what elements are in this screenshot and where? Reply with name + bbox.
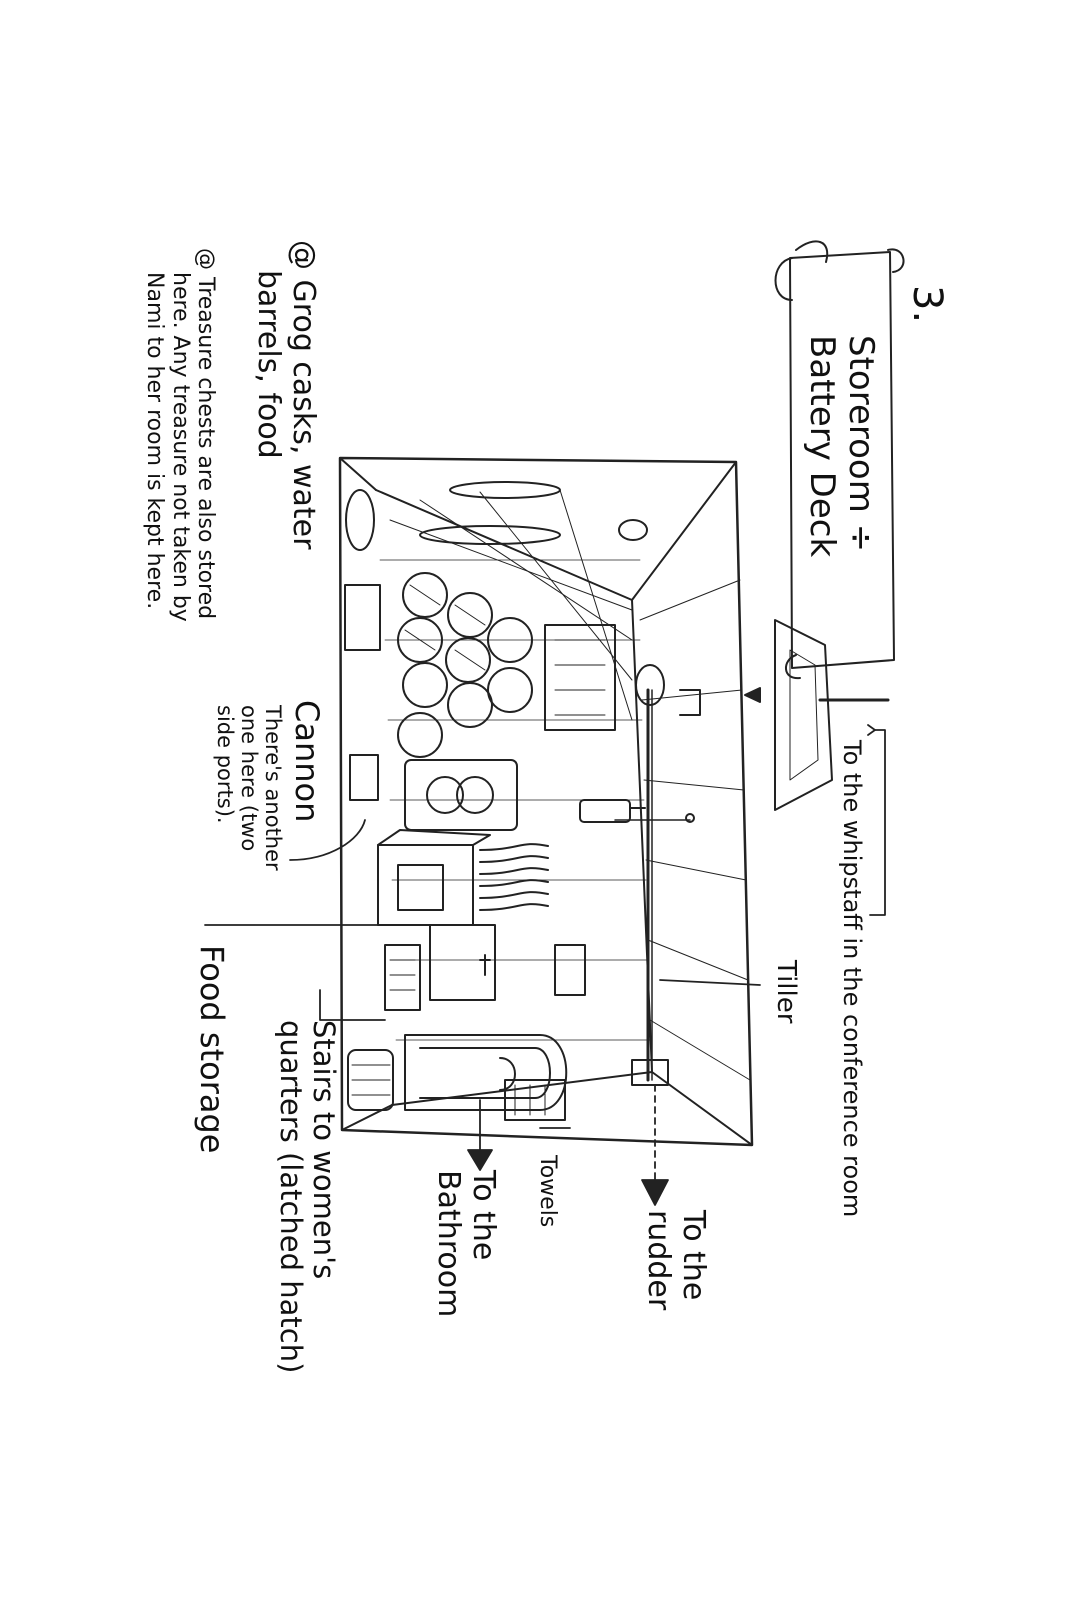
label-whipstaff: To the whipstaff in the conference room <box>838 740 866 1218</box>
barrels <box>397 572 533 758</box>
note-treasure-line-3: Nami to her room is kept here. <box>142 272 168 610</box>
label-towels: Towels <box>535 1155 560 1228</box>
bathroom-line-1: To the <box>466 1170 501 1261</box>
label-cannon-note: There's another one here (two side ports… <box>213 705 285 871</box>
title-line-2: Battery Deck <box>801 335 842 558</box>
page-title: Storeroom ÷ Battery Deck <box>801 335 881 558</box>
label-stairs: Stairs to women's quarters (latched hatc… <box>273 1020 341 1374</box>
note-treasure-line-1: @ Treasure chests are also stored <box>193 248 218 620</box>
rudder-line-1: To the <box>676 1210 711 1301</box>
label-rudder: To the rudder <box>641 1210 712 1311</box>
bottle <box>579 799 646 823</box>
cannon-note-line-1: There's another <box>261 705 285 871</box>
tiller <box>614 664 695 1086</box>
label-food-storage: Food storage <box>193 945 231 1154</box>
title-line-1: Storeroom ÷ <box>841 335 881 553</box>
note-grog-line-1: @ Grog casks, water <box>286 240 321 550</box>
note-grog-line-2: barrels, food <box>251 270 287 459</box>
bathroom-line-2: Bathroom <box>431 1170 467 1318</box>
side-port <box>344 489 381 651</box>
food-crate <box>377 829 491 926</box>
latched-hatch <box>429 924 586 1001</box>
note-grog: @ Grog casks, water barrels, food <box>251 240 322 550</box>
page-number: 3. <box>904 285 950 324</box>
stairs-line-1: Stairs to women's <box>307 1020 341 1280</box>
stairs-line-2: quarters (latched hatch) <box>273 1020 308 1374</box>
whipstaff <box>679 619 890 811</box>
basket <box>347 1049 394 1111</box>
rudder-line-2: rudder <box>641 1210 677 1311</box>
leader-lines <box>204 724 886 1206</box>
cannon <box>349 754 518 831</box>
note-bullet-icon: @ <box>286 240 321 270</box>
towels <box>504 1079 566 1121</box>
ceiling-hatches <box>419 481 648 545</box>
label-bathroom: To the Bathroom <box>431 1170 502 1318</box>
bathroom-door <box>404 1034 568 1111</box>
plate-stack <box>479 843 549 911</box>
label-cannon: Cannon <box>288 700 326 823</box>
cannon-note-line-2: one here (two <box>236 705 261 852</box>
stairs <box>384 944 421 1011</box>
label-tiller: Tiller <box>771 960 801 1024</box>
note-treasure: @ Treasure chests are also stored here. … <box>142 248 218 622</box>
wall-rack <box>544 624 616 731</box>
cannon-note-line-3: side ports). <box>212 705 237 824</box>
note-bullet-icon: @ <box>193 248 218 270</box>
note-treasure-line-2: here. Any treasure not taken by <box>167 272 193 622</box>
room-walls <box>338 456 754 1147</box>
title-scroll <box>774 240 905 680</box>
